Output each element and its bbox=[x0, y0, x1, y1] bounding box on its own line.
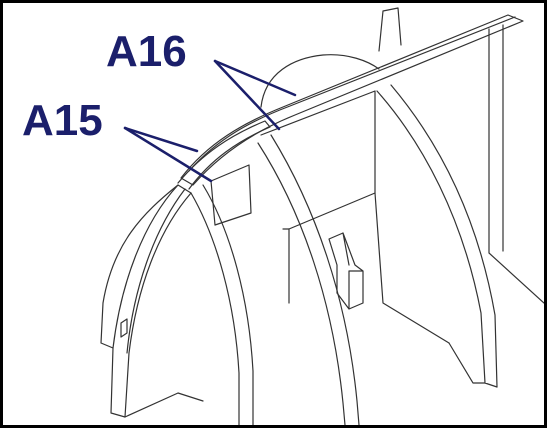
label-a15: A15 bbox=[22, 96, 103, 145]
latch-tab bbox=[328, 232, 364, 310]
bottom-edge-left bbox=[124, 392, 204, 418]
rear-upright-panel bbox=[378, 7, 402, 52]
front-rib-outer bbox=[110, 184, 192, 418]
leader-lines bbox=[123, 59, 297, 183]
leader-a16-2 bbox=[213, 59, 281, 131]
leader-a15-1 bbox=[123, 126, 199, 153]
structure-lines bbox=[100, 7, 544, 425]
second-rib bbox=[190, 184, 254, 425]
third-rib bbox=[257, 134, 360, 425]
front-rib-inner bbox=[126, 188, 186, 354]
line-drawing bbox=[100, 7, 544, 425]
rib-notch bbox=[120, 318, 128, 338]
dome-panel bbox=[260, 54, 380, 108]
bottom-edge-right bbox=[448, 342, 486, 384]
rear-right-panel bbox=[488, 24, 544, 304]
rail-block-large bbox=[260, 90, 376, 230]
label-a16: A16 bbox=[106, 27, 187, 76]
strip-a15 bbox=[177, 120, 271, 190]
leader-a16-1 bbox=[213, 59, 297, 97]
front-rib-side bbox=[100, 184, 179, 349]
rail-block-small bbox=[210, 164, 252, 226]
top-rail-inner-edge bbox=[188, 16, 516, 172]
top-rail bbox=[180, 14, 524, 186]
inner-panel bbox=[288, 192, 450, 344]
right-rib bbox=[376, 84, 498, 388]
leader-a15-2 bbox=[123, 126, 213, 183]
